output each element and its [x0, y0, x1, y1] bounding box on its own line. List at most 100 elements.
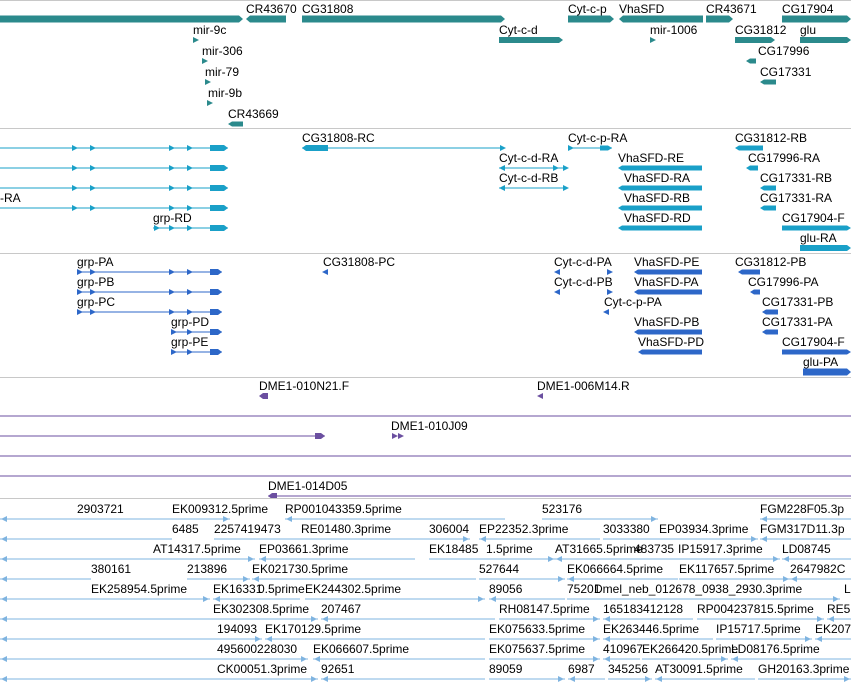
est-label[interactable]: 1.5prime [486, 542, 533, 556]
exon-marker[interactable] [833, 596, 839, 602]
est-label[interactable]: 165183412128 [603, 602, 684, 616]
feature-bar[interactable] [634, 269, 702, 275]
feature-bar[interactable] [782, 349, 851, 355]
transcript-label[interactable]: VhaSFD-RD [624, 211, 691, 225]
exon-marker[interactable] [553, 165, 559, 171]
protein-label[interactable]: grp-PA [77, 255, 114, 269]
transcript-label[interactable]: CG31808-RC [302, 131, 375, 145]
feature-bar[interactable] [760, 185, 776, 191]
gene-label[interactable]: Cyt-c-p [568, 2, 607, 16]
est-label[interactable]: 380161 [91, 562, 132, 576]
exon-marker[interactable] [90, 145, 96, 151]
gene-label[interactable]: mir-1006 [650, 23, 698, 37]
est-label[interactable]: 213896 [187, 562, 228, 576]
exon-marker[interactable] [311, 616, 317, 622]
est-label[interactable]: EK066607.5prime [313, 642, 410, 656]
feature-bar[interactable] [782, 15, 851, 23]
exon-marker[interactable] [223, 516, 229, 522]
exon-marker[interactable] [202, 58, 208, 64]
transcript-label[interactable]: -RA [0, 191, 21, 205]
feature-bar[interactable] [600, 145, 612, 151]
exon-marker[interactable] [154, 225, 160, 231]
feature-bar[interactable] [762, 329, 778, 335]
est-label[interactable]: RH08147.5prime [499, 602, 590, 616]
protein-label[interactable]: CG31808-PC [323, 255, 396, 269]
exon-marker[interactable] [314, 656, 320, 662]
exon-marker[interactable] [169, 225, 175, 231]
exon-marker[interactable] [187, 145, 193, 151]
feature-bar[interactable] [750, 289, 760, 295]
exon-marker[interactable] [322, 269, 328, 275]
transcript-label[interactable]: CG17904-F [782, 211, 845, 225]
exon-marker[interactable] [248, 556, 254, 562]
transcript-label[interactable]: CG31812-RB [735, 131, 808, 145]
est-label[interactable]: EK16331 [213, 582, 263, 596]
exon-marker[interactable] [783, 556, 789, 562]
feature-bar[interactable] [706, 15, 733, 23]
gene-label[interactable]: CR43669 [228, 107, 279, 121]
feature-bar[interactable] [302, 15, 505, 23]
exon-marker[interactable] [169, 145, 175, 151]
feature-bar[interactable] [210, 165, 228, 171]
exon-marker[interactable] [607, 289, 613, 295]
feature-bar[interactable] [210, 145, 228, 151]
feature-bar[interactable] [246, 15, 286, 23]
est-label[interactable]: LD08745 [782, 542, 831, 556]
exon-marker[interactable] [569, 676, 575, 682]
gene-label[interactable]: glu [800, 23, 817, 37]
feature-bar[interactable] [619, 15, 703, 23]
gene-label[interactable]: mir-306 [202, 44, 243, 58]
exon-marker[interactable] [253, 576, 259, 582]
est-label[interactable]: Dmel_neb_012678_0938_2930.3prime [594, 582, 803, 596]
exon-marker[interactable] [500, 145, 506, 151]
exon-marker[interactable] [651, 516, 657, 522]
est-label[interactable]: EK258954.5prime [91, 582, 188, 596]
exon-marker[interactable] [171, 329, 177, 335]
feature-bar[interactable] [735, 37, 775, 43]
protein-label[interactable]: CG17331-PA [762, 315, 833, 329]
est-label[interactable]: 194093 [217, 622, 258, 636]
protein-label[interactable]: CG31812-PB [735, 255, 807, 269]
protein-label[interactable]: glu-PA [803, 355, 839, 369]
transcript-label[interactable]: VhaSFD-RE [618, 151, 685, 165]
feature-bar[interactable] [618, 165, 702, 171]
est-label[interactable]: EK207 [815, 622, 851, 636]
gene-label[interactable]: mir-79 [205, 65, 240, 79]
feature-bar[interactable] [210, 289, 222, 295]
exon-marker[interactable] [844, 676, 850, 682]
exon-marker[interactable] [322, 616, 328, 622]
exon-marker[interactable] [490, 596, 496, 602]
gene-label[interactable]: CR43670 [246, 2, 297, 16]
est-label[interactable]: EK263446.5prime [603, 622, 700, 636]
est-label[interactable]: FGM228F05.3p [760, 502, 845, 516]
est-label[interactable]: 75201 [567, 582, 601, 596]
est-label[interactable]: 6485 [172, 522, 199, 536]
exon-marker[interactable] [207, 100, 213, 106]
exon-marker[interactable] [1, 596, 7, 602]
feature-bar[interactable] [210, 349, 222, 355]
exon-marker[interactable] [90, 269, 96, 275]
exon-marker[interactable] [187, 165, 193, 171]
exon-marker[interactable] [1, 556, 7, 562]
feature-bar[interactable] [210, 269, 222, 275]
est-label[interactable]: EK117657.5prime [679, 562, 775, 576]
protein-label[interactable]: grp-PE [171, 335, 209, 349]
est-label[interactable]: 3033380 [603, 522, 650, 536]
exon-marker[interactable] [169, 309, 175, 315]
exon-marker[interactable] [593, 656, 599, 662]
exon-marker[interactable] [1, 536, 7, 542]
est-label[interactable]: EK075637.5prime [489, 642, 586, 656]
exon-marker[interactable] [554, 269, 560, 275]
est-label[interactable]: 483735 [634, 542, 675, 556]
exon-marker[interactable] [203, 596, 209, 602]
exon-marker[interactable] [556, 556, 562, 562]
est-label[interactable]: 6987 [568, 662, 595, 676]
exon-marker[interactable] [72, 145, 78, 151]
exon-marker[interactable] [548, 556, 554, 562]
protein-label[interactable]: Cyt-c-d-PA [554, 255, 612, 269]
exon-marker[interactable] [169, 289, 175, 295]
est-label[interactable]: RP004237815.5prime [697, 602, 814, 616]
feature-bar[interactable] [210, 205, 228, 211]
est-label[interactable]: CK00051.3prime [217, 662, 308, 676]
exon-marker[interactable] [205, 79, 211, 85]
